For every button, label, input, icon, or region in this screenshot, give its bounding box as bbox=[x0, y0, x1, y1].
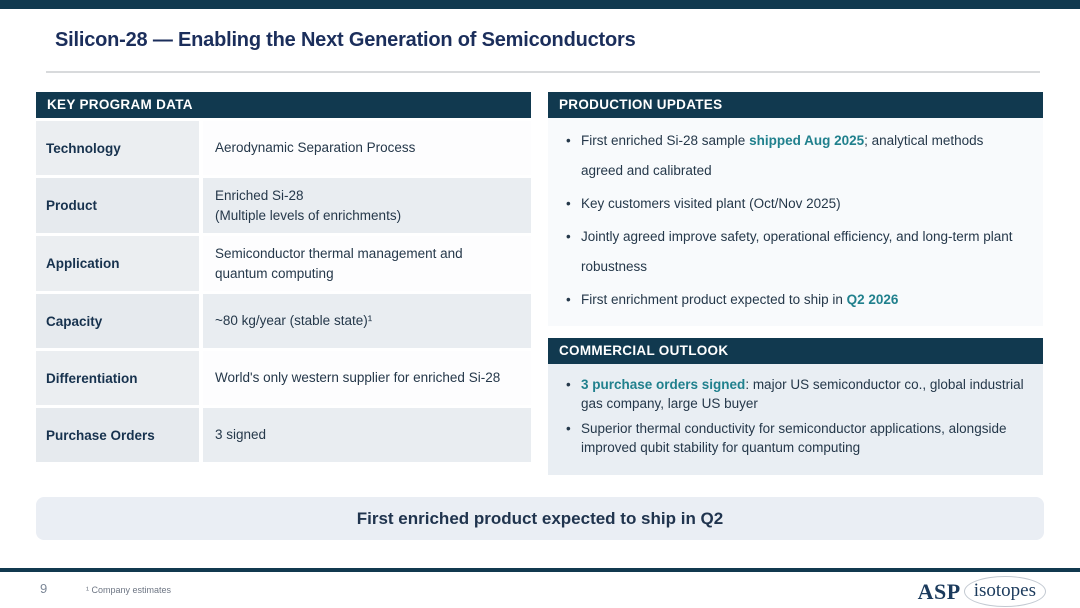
footer: 9 ¹ Company estimates ASP isotopes bbox=[0, 572, 1080, 608]
summary-banner: First enriched product expected to ship … bbox=[36, 497, 1044, 540]
row-label: Application bbox=[36, 236, 199, 292]
row-value: Enriched Si-28 (Multiple levels of enric… bbox=[203, 178, 531, 234]
title-divider bbox=[46, 71, 1040, 73]
production-bullets: First enriched Si-28 sample shipped Aug … bbox=[562, 126, 1017, 315]
summary-banner-text: First enriched product expected to ship … bbox=[356, 508, 724, 528]
row-value: Semiconductor thermal management and qua… bbox=[203, 236, 531, 292]
footer-divider bbox=[0, 568, 1080, 572]
production-updates-body: First enriched Si-28 sample shipped Aug … bbox=[548, 118, 1043, 326]
production-updates-header: PRODUCTION UPDATES bbox=[548, 92, 1043, 118]
row-value: Aerodynamic Separation Process bbox=[203, 121, 531, 175]
row-label: Purchase Orders bbox=[36, 408, 199, 463]
panel-gap bbox=[548, 326, 1043, 338]
commercial-outlook-header: COMMERCIAL OUTLOOK bbox=[548, 338, 1043, 364]
page-number: 9 bbox=[40, 581, 48, 596]
bullet-text: Superior thermal conductivity for semico… bbox=[581, 421, 1007, 455]
commercial-outlook-body: 3 purchase orders signed: major US semic… bbox=[548, 364, 1043, 475]
row-label: Capacity bbox=[36, 294, 199, 349]
bullet-item: First enrichment product expected to shi… bbox=[562, 285, 1017, 315]
bullet-highlight: shipped Aug 2025 bbox=[749, 133, 865, 148]
key-program-header: KEY PROGRAM DATA bbox=[36, 92, 531, 118]
bullet-highlight: Q2 2026 bbox=[846, 292, 899, 307]
bullet-text: Key customers visited plant (Oct/Nov 202… bbox=[581, 196, 841, 211]
row-value: 3 signed bbox=[203, 408, 531, 463]
row-value: ~80 kg/year (stable state)¹ bbox=[203, 294, 531, 349]
row-label: Product bbox=[36, 178, 199, 234]
bullet-text: First enriched Si-28 sample bbox=[581, 133, 750, 148]
logo-isotopes-text: isotopes bbox=[963, 576, 1046, 607]
page-title: Silicon-28 — Enabling the Next Generatio… bbox=[55, 29, 636, 51]
commercial-bullets: 3 purchase orders signed: major US semic… bbox=[562, 375, 1027, 457]
bullet-highlight: 3 purchase orders signed bbox=[581, 377, 746, 392]
bullet-item: Key customers visited plant (Oct/Nov 202… bbox=[562, 189, 1017, 219]
bullet-text: Jointly agreed improve safety, operation… bbox=[581, 229, 1013, 274]
bullet-text: First enrichment product expected to shi… bbox=[581, 292, 847, 307]
bullet-item: First enriched Si-28 sample shipped Aug … bbox=[562, 126, 1017, 186]
bullet-item: Superior thermal conductivity for semico… bbox=[562, 419, 1027, 457]
row-label: Technology bbox=[36, 121, 199, 175]
bullet-text: : major US semiconductor co., global ind… bbox=[581, 377, 1024, 411]
asp-isotopes-logo: ASP isotopes bbox=[918, 576, 1046, 607]
logo-asp-text: ASP bbox=[917, 578, 961, 604]
bullet-item: 3 purchase orders signed: major US semic… bbox=[562, 375, 1027, 413]
bullet-item: Jointly agreed improve safety, operation… bbox=[562, 222, 1017, 282]
footnote: ¹ Company estimates bbox=[86, 585, 172, 595]
row-value: World's only western supplier for enrich… bbox=[203, 351, 531, 406]
right-panel: PRODUCTION UPDATES First enriched Si-28 … bbox=[548, 92, 1043, 475]
top-accent-strip bbox=[0, 0, 1080, 9]
table-row: Capacity~80 kg/year (stable state)¹ bbox=[36, 294, 531, 349]
bullet-text: ; analytical methods agreed and calibrat… bbox=[581, 133, 984, 178]
row-label: Differentiation bbox=[36, 351, 199, 406]
